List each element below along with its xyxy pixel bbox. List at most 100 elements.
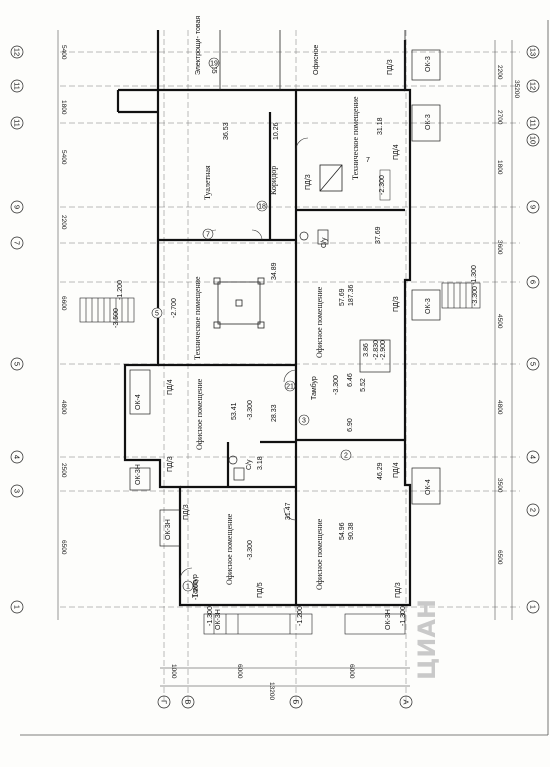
left-axis-label: 11 <box>13 119 22 127</box>
dim-right: 4800 <box>496 400 503 415</box>
right-axis-label: 1 <box>529 605 538 609</box>
pd-label: ПД/3 <box>305 174 312 190</box>
right-axis-label: 6 <box>529 280 538 284</box>
right-axis-label: 2 <box>529 508 538 512</box>
room-office3-area: 54.96 <box>339 522 346 540</box>
bottom-axis-label: Б <box>292 700 301 705</box>
opening-marks: ПД/3 ПД/4 ПД/3 ПД/4 ПД/3 ПД/3 ПД/4 ПД/5 … <box>117 56 478 630</box>
left-axis-markers: 12 11 11 9 7 5 4 3 1 <box>10 45 24 614</box>
room-office-top-label: Офисное <box>313 45 320 75</box>
ok-label: ОК-3Н <box>385 609 392 630</box>
right-axis-label: 10 <box>529 136 538 144</box>
room-office3-total: 90.38 <box>348 522 355 540</box>
room-office3-label: Офисное помещение <box>315 518 324 590</box>
level-value: 5.52 <box>360 378 367 392</box>
level-value: 3.86 <box>363 343 370 357</box>
dim-bottom: 6000 <box>236 664 243 679</box>
room-numbers <box>151 57 352 592</box>
room-tambur-label: Тамбур <box>310 376 318 400</box>
dim-right: 4500 <box>496 314 503 329</box>
dim-right: 6500 <box>496 550 503 565</box>
room-office1-area: 57.69 <box>339 288 346 306</box>
room-office1-sub: 37.69 <box>375 226 382 244</box>
level-tags: -2.300 -2.900 -2.830 3.86 6.46 5.52 6.90… <box>113 169 479 432</box>
level-value: 6.90 <box>347 418 354 432</box>
room-office4-level: -3.300 <box>247 540 254 560</box>
upper-rooms <box>219 30 406 90</box>
right-axis-label: 4 <box>529 455 538 459</box>
room-tech1-area: 31.18 <box>377 117 384 135</box>
room-office3-sub: 46.29 <box>377 462 384 480</box>
right-axis-markers: 13 12 11 10 9 6 5 4 2 1 <box>526 45 540 614</box>
room-su-label: С/у <box>321 237 328 248</box>
room-tech1-level: -2.300 <box>379 175 386 195</box>
left-axis-label: 1 <box>13 605 22 609</box>
ok-label: ОК-3 <box>425 298 432 314</box>
dim-bottom: 6000 <box>348 664 355 679</box>
left-axis-label: 4 <box>13 455 22 459</box>
dim-right: 1800 <box>496 160 503 175</box>
room-toilet-number: 7 <box>206 232 210 239</box>
room-office1-total: 187.36 <box>348 284 355 306</box>
stair-bottom <box>203 613 406 635</box>
dim-total-bottom: 13200 <box>268 682 275 700</box>
room-office1-number: 21 <box>286 384 294 391</box>
room-labels: Электрощи- товая 3.65 Офисное Туалетная … <box>171 16 384 598</box>
ok-label: ОК-4 <box>135 394 142 410</box>
left-axis-label: 5 <box>13 362 22 366</box>
dim-left: 2500 <box>60 463 67 478</box>
room-tech1-label: Техническое помещение <box>351 96 360 180</box>
dim-right: 2700 <box>496 110 503 125</box>
room-office1-label: Офисное помещение <box>315 286 324 358</box>
room-tech1-number: 7 <box>366 157 370 164</box>
dim-right: 3600 <box>496 240 503 255</box>
left-axis-label: 7 <box>13 241 22 245</box>
room-office3-number: 2 <box>344 453 348 460</box>
dim-total-right: 35200 <box>513 80 520 98</box>
room-tech2-label: Техническое помещение <box>193 276 202 360</box>
level-tag: -1.300 <box>471 265 478 285</box>
level-tag: -1.300 <box>207 606 214 626</box>
fixtures <box>228 229 391 481</box>
ok-label: ОК-3 <box>425 56 432 72</box>
watermark: ЦИАН <box>413 599 441 680</box>
left-axis-label: 12 <box>13 48 22 56</box>
room-office2-sub: 28.33 <box>271 404 278 422</box>
room-office2-level: -3.300 <box>247 400 254 420</box>
dim-left: 5400 <box>60 150 67 165</box>
right-axis-label: 13 <box>529 48 538 56</box>
level-value: -2.830 <box>373 340 380 360</box>
bottom-axis-markers: Г В Б А <box>157 695 413 709</box>
room-tambur2-label: Тамбур <box>191 574 199 598</box>
right-axis-label: 12 <box>529 82 538 90</box>
pd-label: ПД/3 <box>393 296 400 312</box>
ok-label: ОК-3Н <box>135 464 142 485</box>
right-dimensions: 2200 2700 1800 3600 4500 4800 3500 6500 … <box>494 40 520 620</box>
room-office4-area: 31.47 <box>285 502 292 520</box>
room-office2-label: Офисное помещение <box>195 378 204 450</box>
ok-label: ОК-3Н <box>215 609 222 630</box>
room-electro-number: 19 <box>210 61 218 68</box>
pd-label: ПД/3 <box>167 456 174 472</box>
bottom-axis-label: А <box>402 699 411 704</box>
room-corridor-area: 10.26 <box>273 122 280 140</box>
left-axis-label: 11 <box>13 82 22 90</box>
level-tag: -1.300 <box>400 606 407 626</box>
room-electro-label: Электрощи- товая <box>195 16 202 75</box>
walls <box>116 30 412 607</box>
level-value: 6.46 <box>347 373 354 387</box>
room-toilet-area: 36.53 <box>223 122 230 140</box>
dim-right: 3500 <box>496 478 503 493</box>
level-value: -2.900 <box>380 340 387 360</box>
pd-label: ПД/5 <box>257 582 264 598</box>
ok-label: ОК-4 <box>425 479 432 495</box>
level-tag: -1.200 <box>117 280 124 300</box>
ok-label: ОК-3 <box>425 114 432 130</box>
level-tag: -1.200 <box>297 606 304 626</box>
bottom-axis-label: В <box>184 699 193 704</box>
dim-left: 6600 <box>60 296 67 311</box>
dim-bottom: 1000 <box>170 664 177 679</box>
room-number-labels: 19 18 7 5 21 2 3 1 7 <box>155 61 370 591</box>
left-dimensions: 5400 1800 5400 2200 6600 4800 2500 6500 <box>57 30 67 620</box>
